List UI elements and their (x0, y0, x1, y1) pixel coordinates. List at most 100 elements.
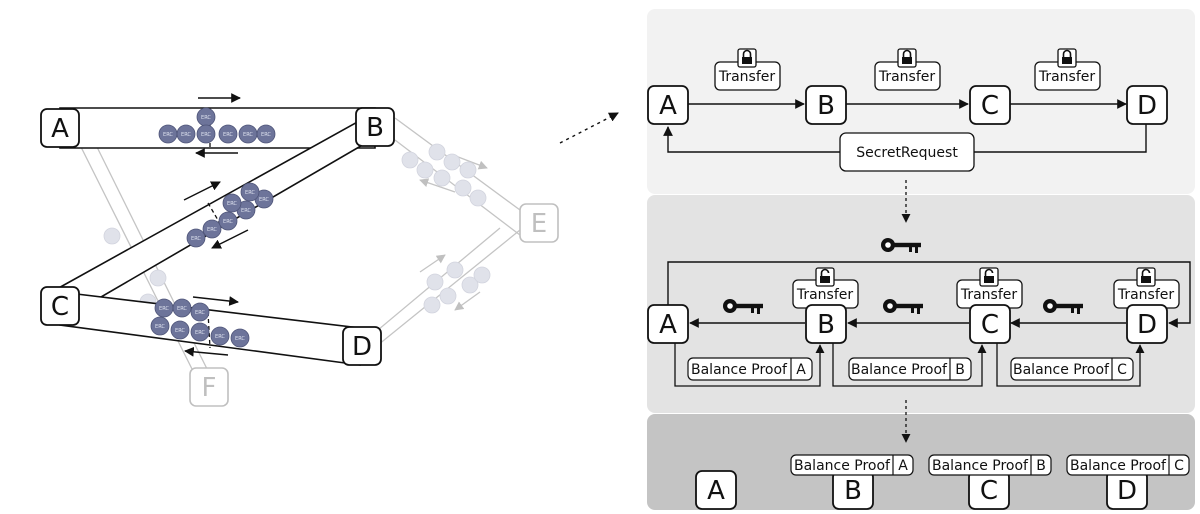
p3-node-a: A (695, 470, 737, 510)
svg-text:Transfer: Transfer (878, 69, 936, 85)
svg-text:A: A (898, 458, 908, 474)
phase2: Balance Proof A Balance Proof B Balance … (647, 238, 1191, 387)
svg-text:D: D (1137, 310, 1157, 340)
balance-proof-b: Balance Proof B (848, 357, 972, 381)
erc-coin (170, 320, 190, 340)
secret-request-message: SecretRequest (839, 132, 975, 172)
erc-coin (230, 328, 250, 348)
transfer-message-b: Transfer (792, 267, 859, 309)
svg-text:A: A (796, 362, 806, 378)
p1-node-d: D (1126, 85, 1168, 125)
svg-text:A: A (51, 114, 69, 144)
erc-coin (150, 316, 170, 336)
coin-label: ERC (195, 310, 205, 316)
coin-label: ERC (243, 132, 253, 138)
node-d: D (342, 326, 382, 366)
svg-text:Balance Proof: Balance Proof (1013, 362, 1110, 378)
flow-arrow (192, 296, 239, 306)
lock-icon (737, 48, 757, 68)
unlock-icon (979, 267, 999, 287)
svg-text:Balance Proof: Balance Proof (1070, 458, 1167, 474)
erc-coin (190, 322, 210, 342)
balance-proof-arrow-b-c (832, 343, 987, 387)
p3-node-c: C (968, 470, 1010, 510)
p2-node-c: C (969, 304, 1011, 344)
balance-proof-c: Balance Proof C (1010, 357, 1134, 381)
p3-balance-proof-a: Balance Proof A (790, 454, 914, 476)
coin-label: ERC (261, 132, 271, 138)
svg-text:A: A (659, 310, 677, 340)
svg-text:B: B (817, 310, 835, 340)
coin-label: ERC (223, 219, 233, 225)
coin-label: ERC (241, 208, 251, 214)
svg-text:Balance Proof: Balance Proof (691, 362, 788, 378)
coin-label: ERC (235, 336, 245, 342)
svg-text:SecretRequest: SecretRequest (856, 145, 958, 161)
phase1: Transfer Transfer Transfer SecretRequest… (647, 48, 1168, 172)
svg-text:Transfer: Transfer (718, 69, 776, 85)
svg-text:Transfer: Transfer (1038, 69, 1096, 85)
p3-node-b: B (832, 470, 874, 510)
coin-label: ERC (163, 132, 173, 138)
svg-text:Balance Proof: Balance Proof (932, 458, 1029, 474)
erc-coin (196, 124, 216, 144)
svg-text:Transfer: Transfer (960, 287, 1018, 303)
node-b: B (355, 107, 395, 147)
coin-label: ERC (195, 330, 205, 336)
svg-text:D: D (1117, 476, 1137, 506)
coin-label: ERC (259, 197, 269, 203)
svg-text:B: B (844, 476, 862, 506)
faded-coins (103, 143, 491, 325)
coin-label: ERC (191, 236, 201, 242)
coin-label: ERC (159, 306, 169, 312)
svg-text:C: C (981, 91, 999, 121)
svg-text:B: B (955, 362, 965, 378)
svg-text:Balance Proof: Balance Proof (851, 362, 948, 378)
svg-text:Transfer: Transfer (1117, 287, 1175, 303)
svg-text:B: B (1036, 458, 1046, 474)
p3-node-d: D (1106, 470, 1148, 510)
coin-label: ERC (201, 132, 211, 138)
erc-coin (172, 298, 192, 318)
coin-label: ERC (245, 190, 255, 196)
erc-coin (186, 228, 206, 248)
phase3: A B C D Balance Proof A Balance Proof B … (695, 454, 1190, 510)
unlock-icon (1136, 267, 1156, 287)
erc-coin (218, 211, 238, 231)
erc-coin (190, 302, 210, 322)
svg-text:B: B (817, 91, 835, 121)
coin-label: ERC (201, 115, 211, 121)
node-c: C (40, 286, 80, 326)
transfer-message-2: Transfer (874, 48, 941, 91)
balance-proof-a: Balance Proof A (687, 357, 813, 381)
p1-node-b: B (805, 85, 847, 125)
p2-node-d: D (1126, 304, 1168, 344)
svg-text:A: A (707, 476, 725, 506)
p2-node-a: A (647, 304, 689, 344)
svg-text:A: A (659, 91, 677, 121)
flow-arrow (183, 181, 221, 201)
coins: ERC ERC ERC ERC ERC ERC ERC ERC ERC ERC ERC ERC ERC E… (150, 107, 276, 348)
coin-label: ERC (155, 324, 165, 330)
faded-arrow (419, 178, 456, 193)
channel-c-d (59, 291, 361, 366)
unlock-icon (815, 267, 835, 287)
svg-text:B: B (366, 113, 384, 143)
svg-text:E: E (531, 209, 547, 239)
transfer-message-c: Transfer (956, 267, 1023, 309)
transfer-message-d: Transfer (1113, 267, 1180, 309)
faded-arrow (419, 254, 446, 273)
secret-reveal-loop (667, 261, 1191, 328)
p2-node-b: B (805, 304, 847, 344)
lock-icon (1057, 48, 1077, 68)
coin-label: ERC (227, 201, 237, 207)
node-f-faded: F (189, 367, 229, 407)
svg-text:C: C (981, 310, 999, 340)
svg-text:C: C (980, 476, 998, 506)
svg-text:D: D (352, 332, 372, 362)
svg-text:C: C (1174, 458, 1184, 474)
flow-arrow (211, 229, 249, 249)
svg-text:F: F (202, 373, 217, 403)
svg-text:D: D (1137, 91, 1157, 121)
